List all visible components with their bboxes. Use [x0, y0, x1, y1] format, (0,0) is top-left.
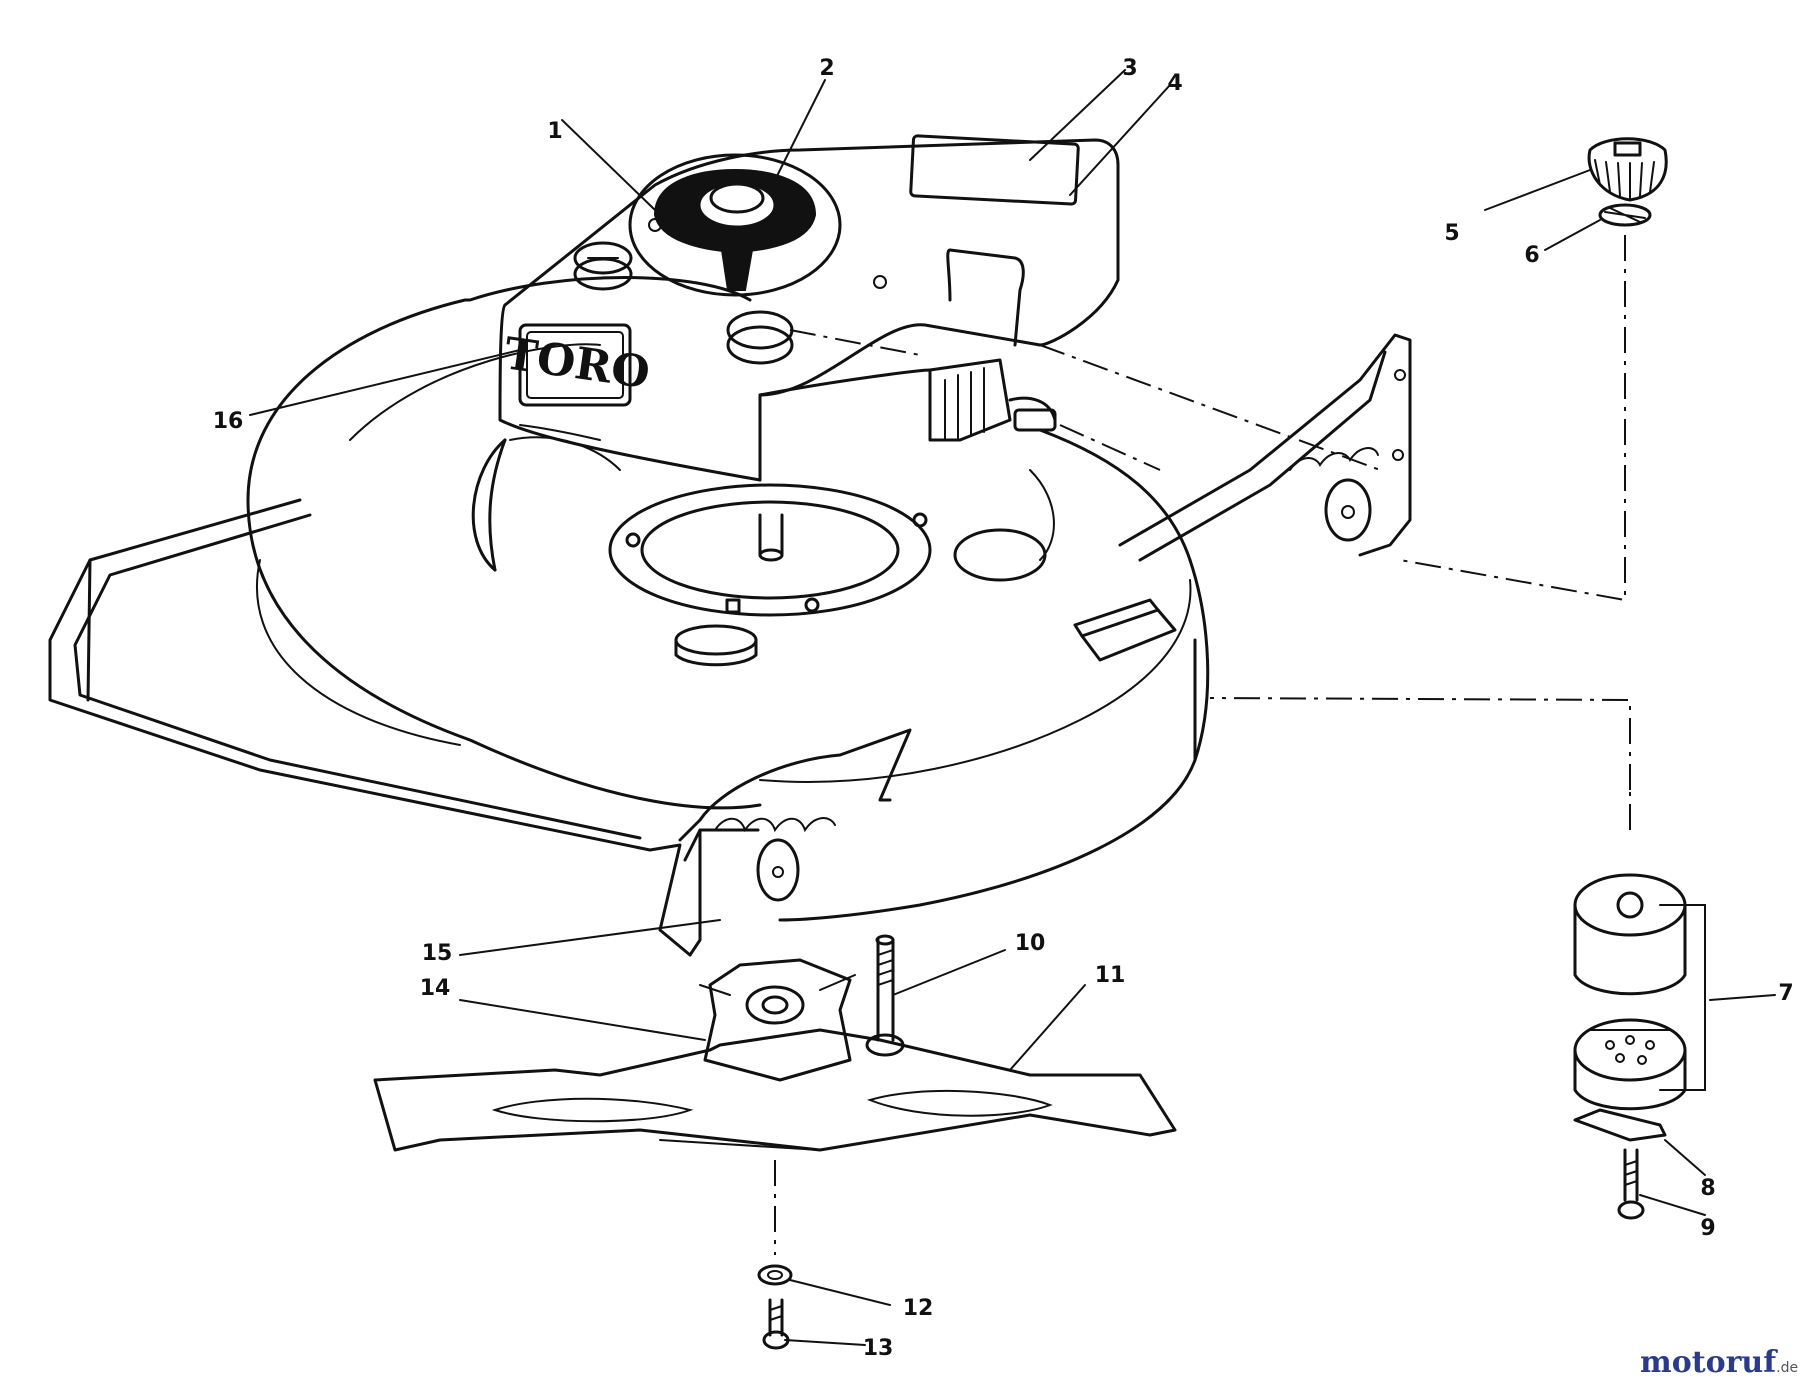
callout-2: 2 — [819, 56, 834, 81]
wheel-assembly — [1209, 137, 1706, 1220]
callout-16: 16 — [213, 409, 244, 434]
callout-10: 10 — [1015, 931, 1046, 956]
callout-12: 12 — [903, 1296, 934, 1321]
watermark-name: motoruf — [1640, 1345, 1778, 1380]
callout-14: 14 — [420, 976, 451, 1001]
callout-3: 3 — [1122, 56, 1137, 81]
callout-8: 8 — [1700, 1176, 1715, 1201]
watermark-logo: motoruf.de — [1640, 1345, 1798, 1380]
callout-4: 4 — [1167, 71, 1182, 96]
engine-assembly: TORO — [498, 134, 1381, 482]
callout-13: 13 — [863, 1336, 894, 1361]
callout-1: 1 — [547, 119, 562, 144]
callout-numbers: 1 2 3 4 5 6 7 8 9 10 11 12 13 14 15 16 — [213, 56, 1794, 1361]
callout-7: 7 — [1778, 981, 1793, 1006]
callout-9: 9 — [1700, 1216, 1715, 1241]
callout-15: 15 — [422, 941, 453, 966]
mower-deck — [48, 276, 1412, 957]
watermark: motoruf.de — [1640, 1345, 1798, 1380]
callout-6: 6 — [1524, 243, 1539, 268]
callout-11: 11 — [1095, 963, 1126, 988]
blade-assembly — [373, 934, 1177, 1350]
callout-5: 5 — [1444, 221, 1459, 246]
watermark-suffix: .de — [1776, 1360, 1798, 1376]
callout-leaders — [249, 69, 1776, 1346]
